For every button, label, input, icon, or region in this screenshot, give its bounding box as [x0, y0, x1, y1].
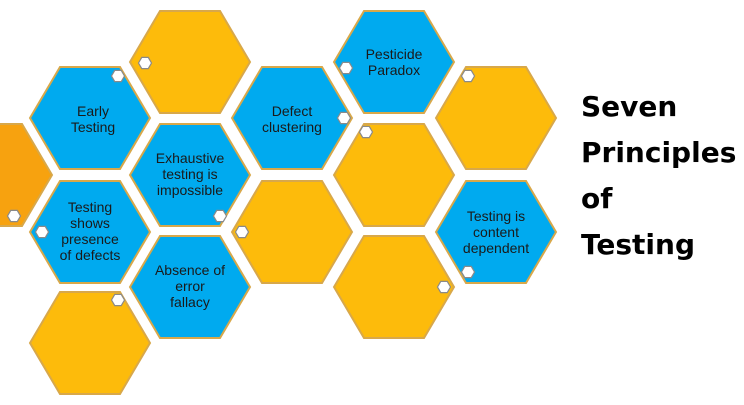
hex-gold-right-top	[434, 66, 558, 170]
hex-gold-center	[230, 180, 354, 284]
title-line: Principles	[581, 136, 737, 169]
hex-defect-clustering	[230, 66, 354, 170]
connector-knob	[234, 225, 250, 239]
hex-testing-shows-defects	[28, 180, 152, 284]
hex-absence-of-error	[128, 235, 252, 339]
title-line: Testing	[581, 228, 695, 261]
connector-knob	[137, 56, 153, 70]
connector-knob	[358, 125, 374, 139]
hex-context-dependent	[434, 180, 558, 284]
connector-knob	[338, 61, 354, 75]
connector-knob	[6, 209, 22, 223]
connector-knob	[336, 111, 352, 125]
hex-early-testing	[28, 66, 152, 170]
connector-knob	[460, 69, 476, 83]
connector-knob	[110, 293, 126, 307]
diagram-title: Seven Principles of Testing	[581, 84, 741, 268]
hex-gold-lower	[332, 235, 456, 339]
connector-knob	[110, 69, 126, 83]
connector-knob	[436, 280, 452, 294]
connector-knob	[34, 225, 50, 239]
hex-exhaustive-testing	[128, 123, 252, 227]
title-line: Seven	[581, 90, 678, 123]
connector-knob	[212, 209, 228, 223]
title-line: of	[581, 182, 613, 215]
hex-gold-mid	[332, 123, 456, 227]
partial-hex-left	[0, 123, 54, 227]
hex-gold-top	[128, 10, 252, 114]
hex-pesticide-paradox	[332, 10, 456, 114]
connector-knob	[460, 265, 476, 279]
hex-gold-bottom-left	[28, 291, 152, 395]
